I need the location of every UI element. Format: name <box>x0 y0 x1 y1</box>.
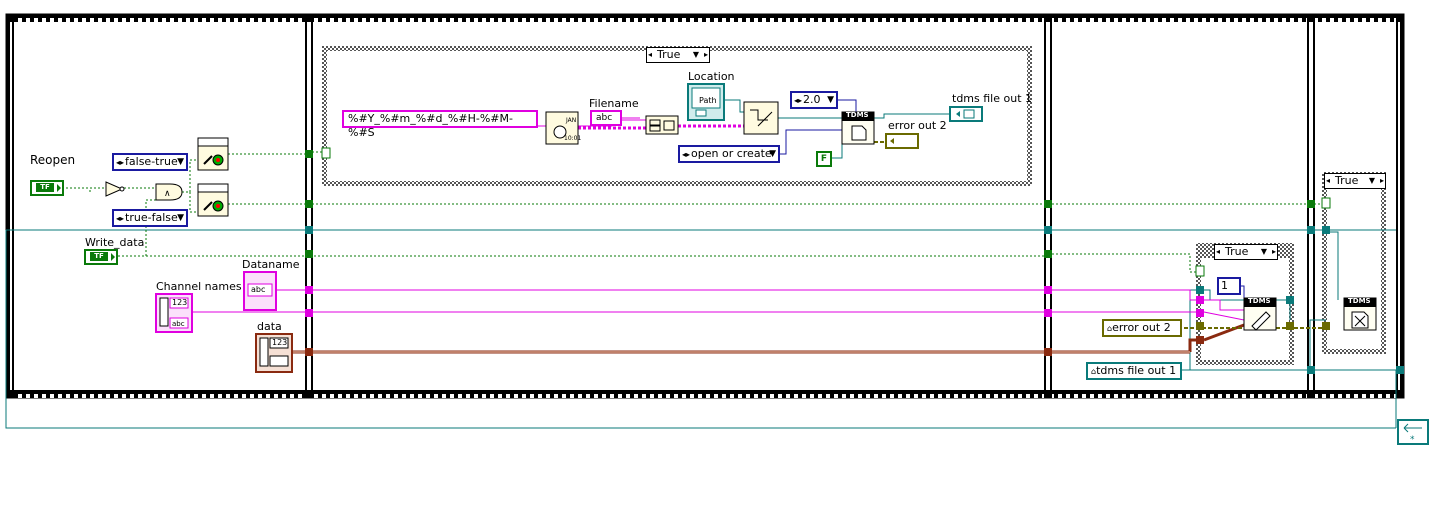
format-date-time-node[interactable]: JAN 10:01 <box>545 111 581 145</box>
filename-control[interactable]: abc <box>590 110 622 126</box>
data-label: data <box>257 320 282 333</box>
tdms-file-out-local-text: tdms file out 1 <box>1096 364 1177 377</box>
location-path-control[interactable] <box>687 83 725 121</box>
dataname-value: abc <box>251 285 266 294</box>
misc-wire <box>718 99 950 159</box>
error-out-label: error out 2 <box>888 119 947 132</box>
filename-label: Filename <box>589 97 639 110</box>
refnum-wire <box>5 229 1400 429</box>
false-constant[interactable]: F <box>816 151 832 167</box>
location-label: Location <box>688 70 735 83</box>
open-case-selector-text: True <box>657 48 681 61</box>
version-text: 2.0 <box>803 93 821 106</box>
version-constant[interactable]: ◂▸2.0▼ <box>790 91 838 109</box>
not-function[interactable] <box>105 181 125 197</box>
channel-names-label: Channel names <box>156 280 242 293</box>
reopen-label: Reopen <box>30 153 76 167</box>
svg-text:*: * <box>1410 435 1415 445</box>
boolean-wire <box>62 151 1326 273</box>
channel-names-abc: abc <box>172 320 185 328</box>
dataname-label: Dataname <box>242 258 300 271</box>
error-wire <box>874 141 1326 329</box>
svg-text:10:01: 10:01 <box>564 135 581 142</box>
index-constant[interactable]: 1 <box>1217 277 1241 295</box>
tunnels[interactable] <box>305 147 1404 374</box>
svg-text:∧: ∧ <box>164 189 171 199</box>
write-case-selector[interactable]: ◂True▼▸ <box>1214 244 1278 260</box>
data-num-label: 123 <box>272 338 288 347</box>
and-function[interactable]: ∧ <box>155 183 183 201</box>
channel-names-array[interactable] <box>155 293 193 333</box>
write-data-label: Write_data <box>85 236 145 249</box>
reopen-control-text: TF <box>36 183 54 192</box>
location-path-text: Path <box>699 96 717 105</box>
tdms-close-node[interactable] <box>1343 297 1377 331</box>
write-data-control-text: TF <box>90 252 108 261</box>
operation-ring[interactable]: ◂▸open or create▼ <box>678 145 780 163</box>
operation-text: open or create <box>691 147 772 160</box>
tdms-close-text: TDMS <box>1348 297 1371 305</box>
open-case-selector[interactable]: ◂True▼▸ <box>646 47 710 63</box>
true-false-ring[interactable]: ◂▸true-false▼ <box>112 209 188 227</box>
close-case-selector[interactable]: ◂True▼▸ <box>1324 173 1386 189</box>
tdms-file-out-local[interactable]: ⌂tdms file out 1 <box>1086 362 1182 380</box>
feedback-node[interactable]: * <box>1397 419 1429 445</box>
bool-edge-node-2[interactable] <box>197 183 229 217</box>
svg-text:JAN: JAN <box>565 117 576 124</box>
true-false-text: true-false <box>125 211 178 224</box>
tdms-open-text: TDMS <box>846 111 869 119</box>
tdms-file-out-label: tdms file out 1 <box>952 92 1032 105</box>
tdms-open-node[interactable] <box>841 111 875 145</box>
build-path-node[interactable] <box>743 101 779 135</box>
dataname-control[interactable] <box>243 271 277 311</box>
channel-names-num-label: 123 <box>172 298 188 307</box>
string-wire-thick <box>578 124 744 130</box>
bool-edge-node-1[interactable] <box>197 137 229 171</box>
concatenate-strings-node[interactable] <box>645 115 679 135</box>
tdms-write-text: TDMS <box>1248 297 1271 305</box>
reopen-control[interactable]: TF <box>30 180 64 196</box>
error-out-indicator[interactable] <box>885 133 919 149</box>
false-true-ring[interactable]: ◂▸false-true▼ <box>112 153 188 171</box>
false-true-text: false-true <box>125 155 178 168</box>
error-out-local[interactable]: ⌂error out 2 <box>1102 319 1182 337</box>
close-case-selector-text: True <box>1335 174 1359 187</box>
write-data-control[interactable]: TF <box>84 249 118 265</box>
write-case-selector-text: True <box>1225 245 1249 258</box>
error-out-local-text: error out 2 <box>1112 321 1171 334</box>
data-cluster-control[interactable] <box>255 333 293 373</box>
timestamp-format-constant[interactable]: %#Y_%#m_%#d_%#H-%#M-%#S <box>342 110 538 139</box>
tdms-file-out-indicator[interactable] <box>949 106 983 122</box>
tdms-write-node[interactable] <box>1243 297 1277 331</box>
